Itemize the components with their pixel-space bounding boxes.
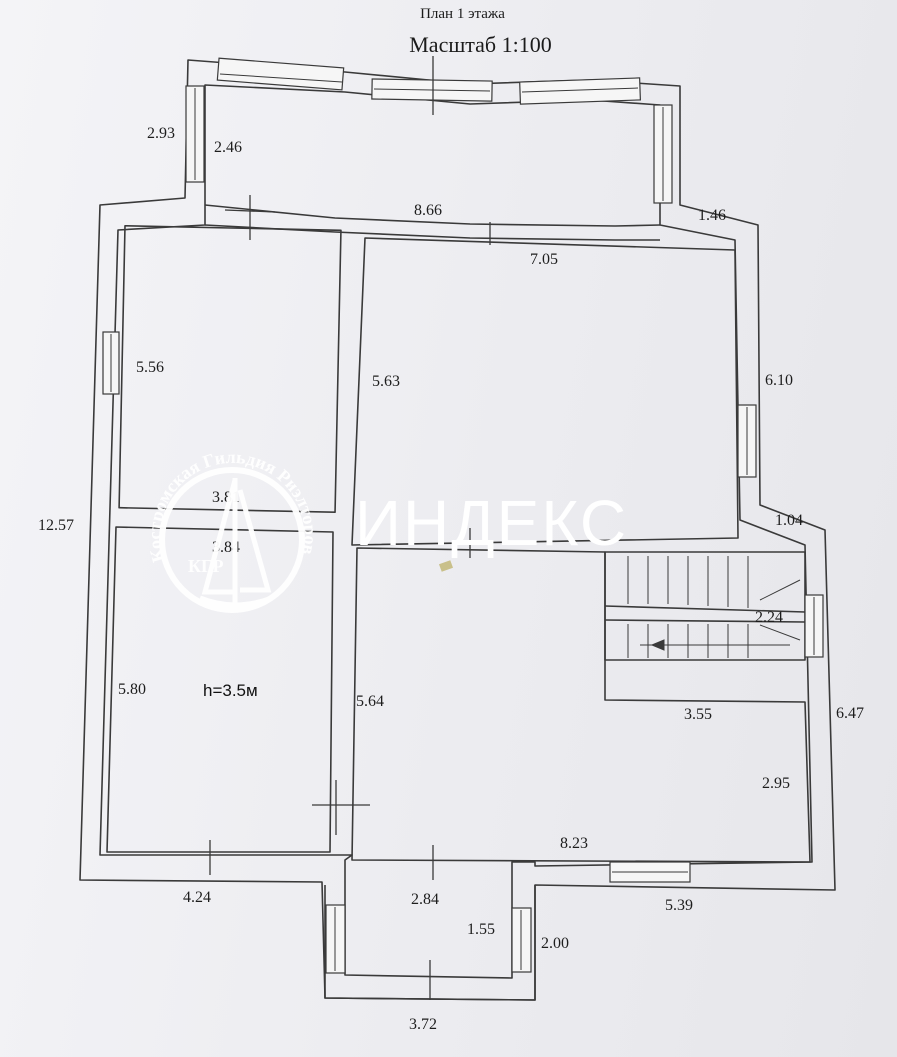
dim-right-wall-lower: 6.47 (836, 705, 864, 722)
paper-mark (438, 560, 454, 572)
dim-stair-hall-width: 3.55 (684, 706, 712, 723)
stair-divider (604, 605, 806, 613)
dim-porch-depth-inner: 1.55 (467, 921, 495, 938)
dim-room-top-left-depth: 5.56 (136, 359, 164, 376)
dim-porch-outer-width: 3.72 (409, 1016, 437, 1033)
dim-room-top-right-width: 7.05 (530, 251, 558, 268)
window-terrace-3 (519, 77, 642, 105)
terrace-wall-inner (204, 224, 660, 241)
dimension-labels: 2.93 2.46 8.66 1.46 7.05 5.56 5.63 6.10 … (38, 125, 864, 1033)
dim-room-bottom-left-depth: 5.80 (118, 681, 146, 698)
dim-room-bottom-right-width: 8.23 (560, 835, 588, 852)
dim-right-step: 1.04 (775, 512, 803, 529)
dim-room-bottom-mid-depth: 5.64 (356, 693, 384, 710)
dim-bottom-right-outer: 5.39 (665, 897, 693, 914)
dim-room-top-right-depth: 5.63 (372, 373, 400, 390)
dim-stair-width: 2.24 (755, 609, 783, 626)
sailboat-icon (201, 478, 272, 605)
dim-bottom-right-depth: 2.95 (762, 775, 790, 792)
dim-terrace-right-step: 1.46 (698, 207, 726, 224)
dim-right-wall-upper: 6.10 (765, 372, 793, 389)
stair-divider-2 (604, 619, 806, 623)
window-glazing (110, 73, 815, 971)
room-bottom-left (106, 526, 334, 853)
boat-hull-icon (199, 595, 273, 608)
dim-porch-inner-width: 2.84 (411, 891, 439, 908)
inner-wall-contour (99, 84, 813, 979)
ceiling-height-label: h=3.5м (203, 681, 258, 700)
scale-label: Масштаб 1:100 (409, 32, 552, 57)
axis-marks (209, 56, 491, 1000)
room-bottom-center (351, 547, 811, 863)
dim-overall-depth: 12.57 (38, 517, 74, 534)
dim-terrace-side-outer: 2.93 (147, 125, 175, 142)
watermark-brand: ИНДЕКС (355, 487, 628, 559)
window-terrace-1 (216, 57, 345, 91)
dim-porch-depth-outer: 2.00 (541, 935, 569, 952)
dim-bottom-left-outer: 4.24 (183, 889, 211, 906)
stair-block (604, 551, 806, 661)
seal-ring (159, 467, 305, 613)
plan-title: План 1 этажа (420, 6, 505, 22)
stair-arrow-icon (650, 639, 665, 651)
dim-terrace-side-inner: 2.46 (214, 139, 242, 156)
dim-terrace-width: 8.66 (414, 202, 442, 219)
seal-initials: КГР (188, 556, 224, 576)
terrace-wall (204, 204, 661, 227)
room-top-right (351, 237, 739, 546)
stair-treads (627, 556, 801, 658)
